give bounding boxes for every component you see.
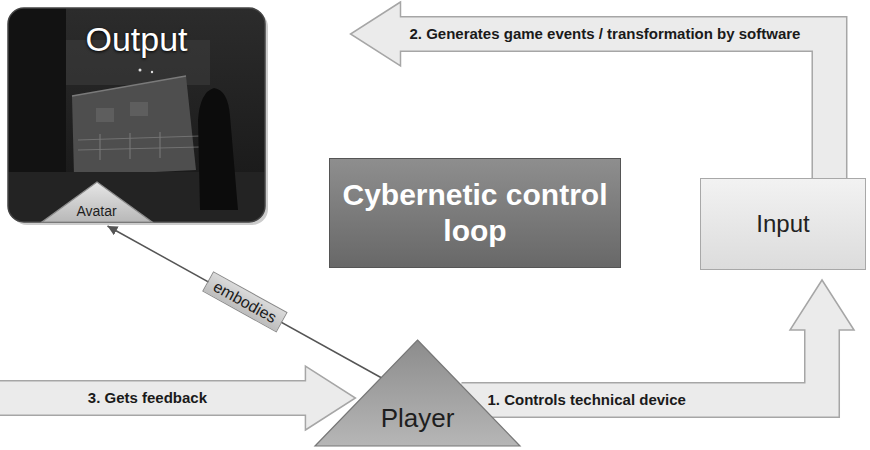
arrow-body — [462, 327, 822, 400]
flow-connector — [351, 2, 830, 178]
concept-box: Cybernetic control loop — [329, 158, 621, 268]
node-text: Avatar — [76, 203, 116, 219]
node-text: Player — [381, 404, 455, 434]
window — [130, 102, 148, 116]
embody-line — [108, 226, 382, 378]
scene — [8, 8, 265, 222]
figure-silhouette — [198, 88, 238, 210]
haze — [60, 40, 210, 85]
roof-edge — [72, 76, 186, 96]
arrow-head — [305, 366, 355, 430]
building — [72, 76, 196, 176]
arrow-head — [351, 2, 401, 66]
screen-frame — [8, 8, 265, 222]
fence-post — [130, 133, 131, 159]
player-triangle-shape — [315, 340, 520, 446]
arrow-label: 2. Generates game events / transformatio… — [410, 25, 801, 43]
flow-connector — [462, 280, 854, 400]
flow-connector — [0, 222, 355, 430]
fence-post — [160, 132, 161, 158]
screen-ground — [8, 8, 265, 222]
fence — [78, 147, 200, 150]
arrow-outline — [401, 34, 830, 178]
input-box: Input — [700, 178, 866, 270]
player-triangle-outline — [315, 340, 520, 446]
arrow-body — [398, 34, 830, 178]
relation-tag: embodies — [202, 271, 288, 333]
fence-post — [100, 134, 101, 160]
node-text: Output — [85, 20, 187, 59]
arrow-body — [0, 222, 308, 398]
avatar-triangle-shape — [42, 182, 152, 222]
node-text: Input — [756, 210, 809, 238]
light — [139, 69, 142, 72]
arrow-label: 3. Gets feedback — [88, 389, 207, 407]
player-triangle: Player — [315, 340, 520, 446]
flow-connector — [108, 226, 382, 378]
fence — [78, 136, 200, 140]
window — [96, 108, 114, 122]
node-text: Cybernetic control loop — [340, 177, 610, 249]
avatar-triangle-outline — [42, 182, 152, 222]
arrow-head — [790, 280, 854, 330]
light — [151, 71, 153, 73]
output-screen: OutputAvatar — [0, 8, 346, 222]
avatar-triangle: Avatar — [42, 182, 152, 222]
arrow-label: 1. Controls technical device — [488, 391, 686, 409]
